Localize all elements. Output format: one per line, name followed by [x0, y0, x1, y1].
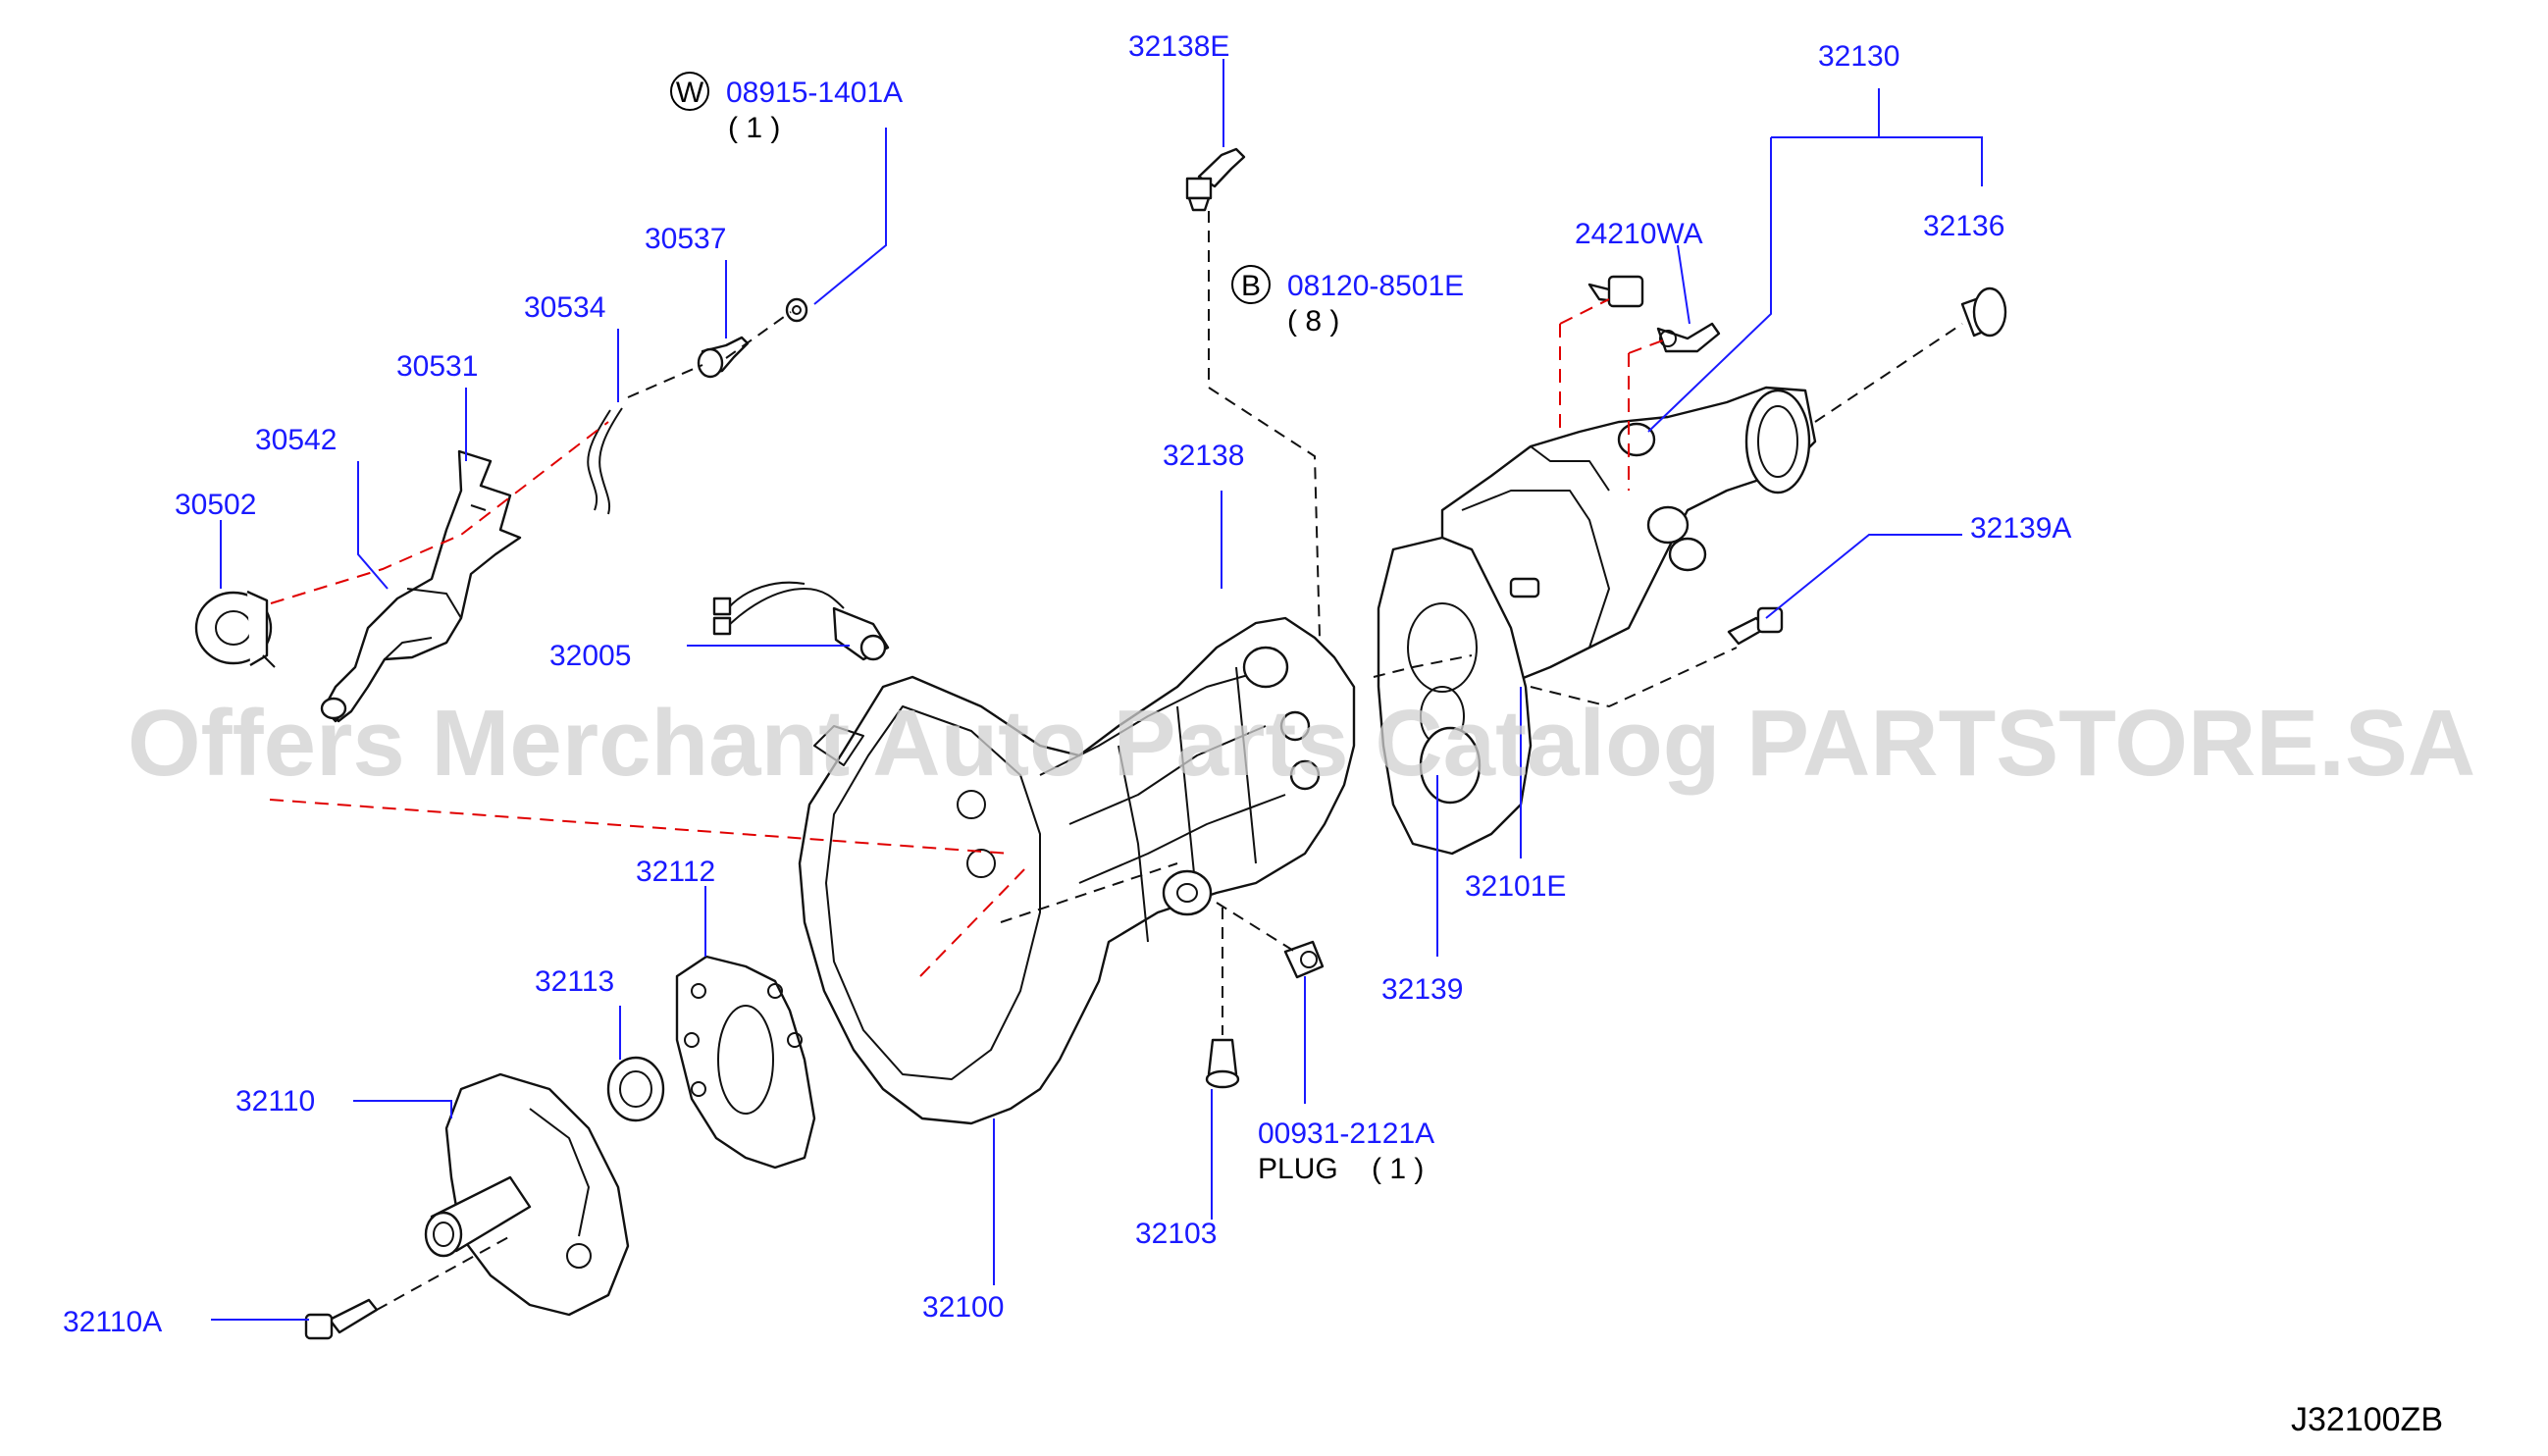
qty-00931-2121A: ( 1 ): [1372, 1153, 1424, 1185]
label-32139A[interactable]: 32139A: [1970, 512, 2071, 545]
part-32138E-breather[interactable]: [1185, 147, 1246, 212]
label-30537[interactable]: 30537: [645, 223, 726, 255]
part-32103-plug[interactable]: [1205, 1038, 1240, 1089]
badge-b-letter: B: [1241, 270, 1261, 302]
label-00931-2121A: 00931-2121A: [1258, 1118, 1434, 1150]
part-00931-2121A-plug[interactable]: [1283, 940, 1325, 979]
diagram-code: J32100ZB: [2291, 1401, 2443, 1438]
part-32101E-adapter-plate[interactable]: [1377, 536, 1540, 856]
part-32005-switch[interactable]: [712, 581, 890, 661]
part-32110A-bolt[interactable]: [304, 1298, 379, 1340]
label-32138E[interactable]: 32138E: [1128, 30, 1229, 63]
part-32136-bushing[interactable]: [1960, 286, 2007, 338]
badge-b-icon: [1231, 265, 1271, 304]
label-32138[interactable]: 32138: [1163, 440, 1244, 472]
qty-08915-1401A: ( 1 ): [728, 112, 780, 144]
label-30531[interactable]: 30531: [396, 350, 478, 383]
part-30542-lever-end[interactable]: [320, 697, 347, 723]
qty-08120-8501E: ( 8 ): [1287, 305, 1339, 338]
label-32113[interactable]: 32113: [535, 965, 614, 998]
part-32130-extension-housing[interactable]: [1440, 386, 1817, 689]
part-30531-withdrawal-lever[interactable]: [322, 449, 522, 723]
part-32113-oil-seal[interactable]: [606, 1056, 665, 1122]
badge-w-icon: [670, 72, 709, 111]
name-00931-2121A: PLUG: [1258, 1153, 1338, 1185]
part-32110-front-cover[interactable]: [424, 1072, 630, 1317]
label-32130[interactable]: 32130: [1818, 40, 1899, 73]
part-32100-transmission-case[interactable]: [798, 616, 1356, 1125]
badge-w-letter: W: [676, 77, 704, 109]
label-30502[interactable]: 30502: [175, 489, 256, 521]
label-32100[interactable]: 32100: [922, 1291, 1004, 1324]
label-32139[interactable]: 32139: [1381, 973, 1463, 1006]
part-24210WA-clip[interactable]: [1656, 322, 1721, 353]
label-30542[interactable]: 30542: [255, 424, 337, 456]
label-32005[interactable]: 32005: [549, 640, 631, 672]
part-30534-spring[interactable]: [587, 407, 623, 515]
part-32112-gasket[interactable]: [675, 955, 816, 1170]
label-30534[interactable]: 30534: [524, 291, 605, 324]
leader-lines: [211, 59, 1983, 1321]
callout-00931-2121A[interactable]: 00931-2121A PLUG ( 1 ): [1258, 1118, 1434, 1185]
part-30537-pivot[interactable]: [697, 336, 750, 379]
label-24210WA[interactable]: 24210WA: [1575, 218, 1703, 250]
watermark-text: Offers Merchant Auto Parts Catalog PARTS…: [128, 691, 2475, 796]
part-30502-release-bearing[interactable]: [194, 590, 276, 668]
label-08120-8501E: 08120-8501E: [1287, 270, 1464, 302]
assembly-lines: [269, 211, 1963, 1311]
part-32139A-bolt[interactable]: [1727, 606, 1784, 646]
label-08915-1401A: 08915-1401A: [726, 77, 903, 109]
part-24210WA-bolt[interactable]: [1587, 275, 1644, 308]
label-32136[interactable]: 32136: [1923, 210, 2004, 242]
label-32103[interactable]: 32103: [1135, 1218, 1217, 1250]
label-32110[interactable]: 32110: [235, 1085, 315, 1118]
callout-08915-1401A[interactable]: W 08915-1401A ( 1 ): [670, 72, 903, 144]
label-32101E[interactable]: 32101E: [1465, 870, 1566, 903]
part-08915-1401A-washer[interactable]: [785, 297, 808, 323]
label-32110A[interactable]: 32110A: [63, 1306, 162, 1338]
callout-08120-8501E[interactable]: B 08120-8501E ( 8 ): [1231, 265, 1464, 338]
label-32112[interactable]: 32112: [636, 856, 715, 888]
